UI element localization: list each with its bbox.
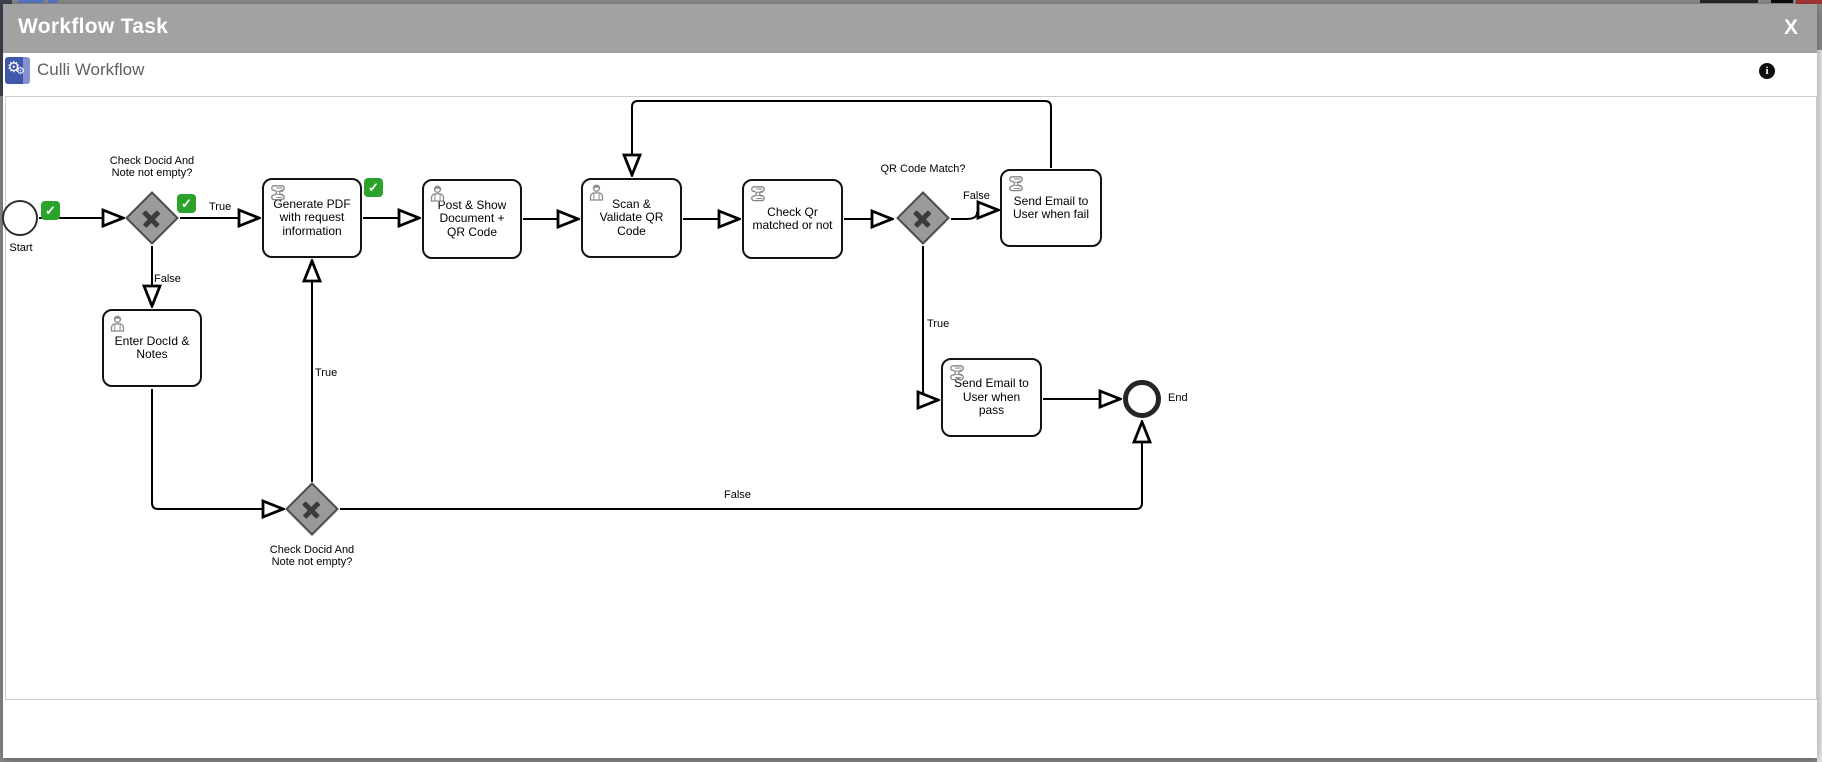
flow-label-true: True [927, 318, 950, 330]
start-event[interactable] [2, 200, 38, 236]
modal-title: Workflow Task [18, 15, 169, 38]
task-label: Check Qr matched or not [752, 204, 833, 232]
status-badge-check-icon: ✓ [364, 178, 383, 197]
info-icon[interactable]: i [1759, 63, 1775, 79]
workflow-modal: Workflow Task X ⚙ ⚙ Culli Workflow i [3, 4, 1817, 758]
script-icon [271, 185, 285, 201]
background-page-fragment [48, 0, 58, 3]
end-event-label: End [1168, 392, 1188, 404]
task-send-email-pass[interactable]: Send Email to User when pass [941, 358, 1042, 437]
app-name: Culli Workflow [37, 60, 145, 79]
gateway-label: QR Code Match? [880, 163, 966, 175]
close-button[interactable]: X [1783, 16, 1798, 39]
user-icon [110, 315, 125, 332]
app-header: ⚙ ⚙ Culli Workflow i [3, 53, 1817, 96]
app-icon[interactable]: ⚙ ⚙ [5, 57, 30, 84]
task-label: Enter DocId & Notes [114, 333, 190, 361]
background-page-fragment [1771, 0, 1793, 3]
status-badge-check-icon: ✓ [41, 201, 60, 220]
end-event[interactable] [1123, 380, 1161, 418]
status-badge-check-icon: ✓ [177, 194, 196, 213]
script-icon [1009, 176, 1023, 192]
flow-label-false: False [724, 489, 751, 501]
flow-label-true: True [315, 367, 338, 379]
flow-label-true: True [209, 201, 232, 213]
background-scrollbar-strip [1817, 50, 1822, 762]
background-page-fragment [1700, 0, 1758, 3]
cog-small-icon: ⚙ [16, 66, 25, 77]
background-page-fragment [18, 0, 44, 3]
task-post-show-document[interactable]: Post & Show Document + QR Code [422, 179, 522, 259]
start-event-label: Start [9, 242, 33, 254]
user-icon [589, 184, 604, 201]
task-generate-pdf[interactable]: Generate PDF with request information [262, 178, 362, 258]
modal-titlebar: Workflow Task X [3, 4, 1817, 53]
task-label: Send Email to User when fail [1012, 193, 1090, 221]
gateway-label: Check Docid And Note not empty? [109, 155, 195, 179]
task-send-email-fail[interactable]: Send Email to User when fail [1000, 169, 1102, 247]
script-icon [751, 186, 765, 202]
task-label: Generate PDF with request information [273, 196, 351, 238]
task-check-qr-match[interactable]: Check Qr matched or not [742, 179, 843, 259]
background-page-fragment [1796, 0, 1822, 4]
flow-label-false: False [963, 190, 990, 202]
task-label: Scan & Validate QR Code [599, 196, 664, 238]
user-icon [430, 185, 445, 202]
cogs-icon: ⚙ [7, 59, 21, 76]
task-enter-docid-notes[interactable]: Enter DocId & Notes [102, 309, 202, 387]
gateway-label: Check Docid And Note not empty? [269, 544, 355, 568]
flow-label-false: False [154, 273, 181, 285]
task-scan-validate-qr[interactable]: Scan & Validate QR Code [581, 178, 682, 258]
script-icon [950, 365, 964, 381]
task-label: Post & Show Document + QR Code [437, 197, 507, 239]
task-label: Send Email to User when pass [954, 376, 1029, 418]
